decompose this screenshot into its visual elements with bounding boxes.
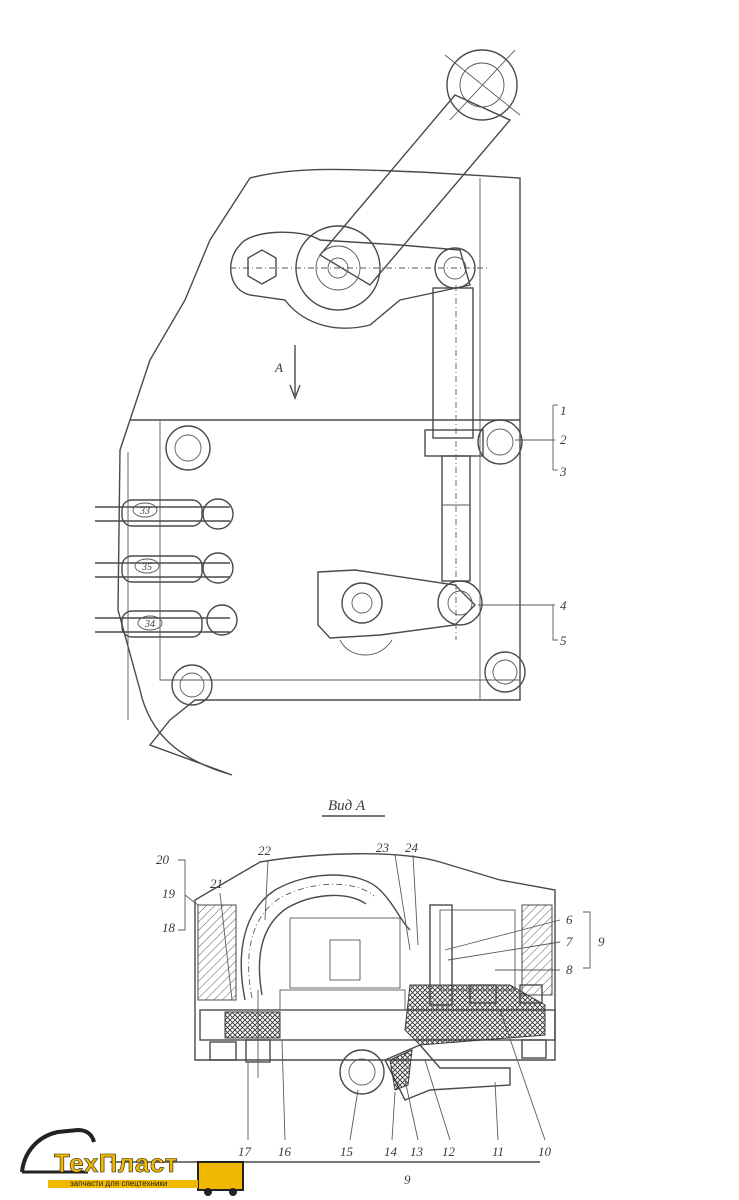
view-title: Вид А	[328, 798, 366, 814]
callout-5: 5	[560, 633, 567, 648]
callout-2: 2	[560, 432, 567, 447]
section-callouts-right: 6 7 8 9	[444, 911, 605, 977]
bracket-hub	[230, 225, 490, 329]
callout-4: 4	[560, 598, 567, 613]
switch-body	[439, 909, 516, 991]
logo-brand: ТехПласт	[54, 1148, 179, 1179]
tube-tag-34: 34	[144, 619, 155, 630]
cable-inner	[248, 883, 375, 999]
callout-6: 6	[566, 912, 573, 927]
right-wall	[521, 904, 553, 996]
callout-1: 1	[560, 403, 567, 418]
section-housing	[194, 853, 556, 1061]
callout-11: 11	[492, 1144, 504, 1159]
section-bolts	[209, 984, 547, 1078]
callouts-4-5: 4 5	[478, 598, 567, 648]
cable-outer	[240, 874, 411, 1001]
view-arrow-a: A	[274, 345, 301, 400]
callout-15: 15	[340, 1144, 354, 1159]
contact-body	[289, 917, 401, 989]
tube-tag-33: 33	[139, 506, 150, 517]
callout-20: 20	[156, 852, 170, 867]
section-view-a: Вид А	[110, 798, 605, 1187]
callout-12: 12	[442, 1144, 456, 1159]
terminal-block	[329, 939, 361, 981]
view-arrow-label: A	[274, 360, 283, 375]
housing-outline	[117, 168, 521, 776]
callout-23: 23	[376, 840, 390, 855]
section-callouts-top: 23 24	[376, 840, 419, 951]
switch-stem	[429, 904, 453, 1006]
section-shaft	[339, 1044, 511, 1101]
bolt-right-upper	[477, 419, 523, 465]
section-callouts-left: 20 19 18 21 22	[156, 843, 272, 1001]
callout-3: 3	[559, 464, 567, 479]
hose-fittings	[95, 452, 238, 720]
callout-13: 13	[410, 1144, 424, 1159]
callout-24: 24	[405, 840, 419, 855]
callout-16: 16	[278, 1144, 292, 1159]
tube-tag-35: 35	[141, 562, 152, 573]
callout-18: 18	[162, 920, 176, 935]
callout-9-under: 9	[404, 1172, 411, 1187]
callout-8: 8	[566, 962, 573, 977]
callout-22: 22	[258, 843, 272, 858]
left-wall	[197, 904, 237, 1001]
lever-arm	[318, 49, 521, 286]
contact-base	[279, 989, 406, 1011]
callout-21: 21	[210, 876, 223, 891]
lower-lever	[317, 569, 483, 656]
callout-9: 9	[598, 934, 605, 949]
callout-19: 19	[162, 886, 176, 901]
cable-inner-edge	[258, 894, 367, 996]
techplast-logo	[20, 1127, 244, 1196]
callout-14: 14	[384, 1144, 398, 1159]
tube-tags: 33 35 34	[132, 502, 163, 631]
plate-inner-edge	[159, 420, 520, 681]
callout-10: 10	[538, 1144, 552, 1159]
insulator-left	[224, 1011, 281, 1039]
callout-7: 7	[566, 934, 573, 949]
section-callouts-bottom: 17 16 15 14 13 12 11 10 9	[238, 1009, 552, 1187]
callouts-1-3: 1 2 3	[515, 403, 567, 479]
callout-17: 17	[238, 1144, 252, 1159]
upper-view: 33 35 34 A 1 2 3 4 5	[95, 49, 567, 776]
corner-bolts	[165, 425, 526, 706]
logo-tagline: запчасти для спецтехники	[70, 1179, 168, 1188]
insulator-right	[404, 984, 546, 1046]
